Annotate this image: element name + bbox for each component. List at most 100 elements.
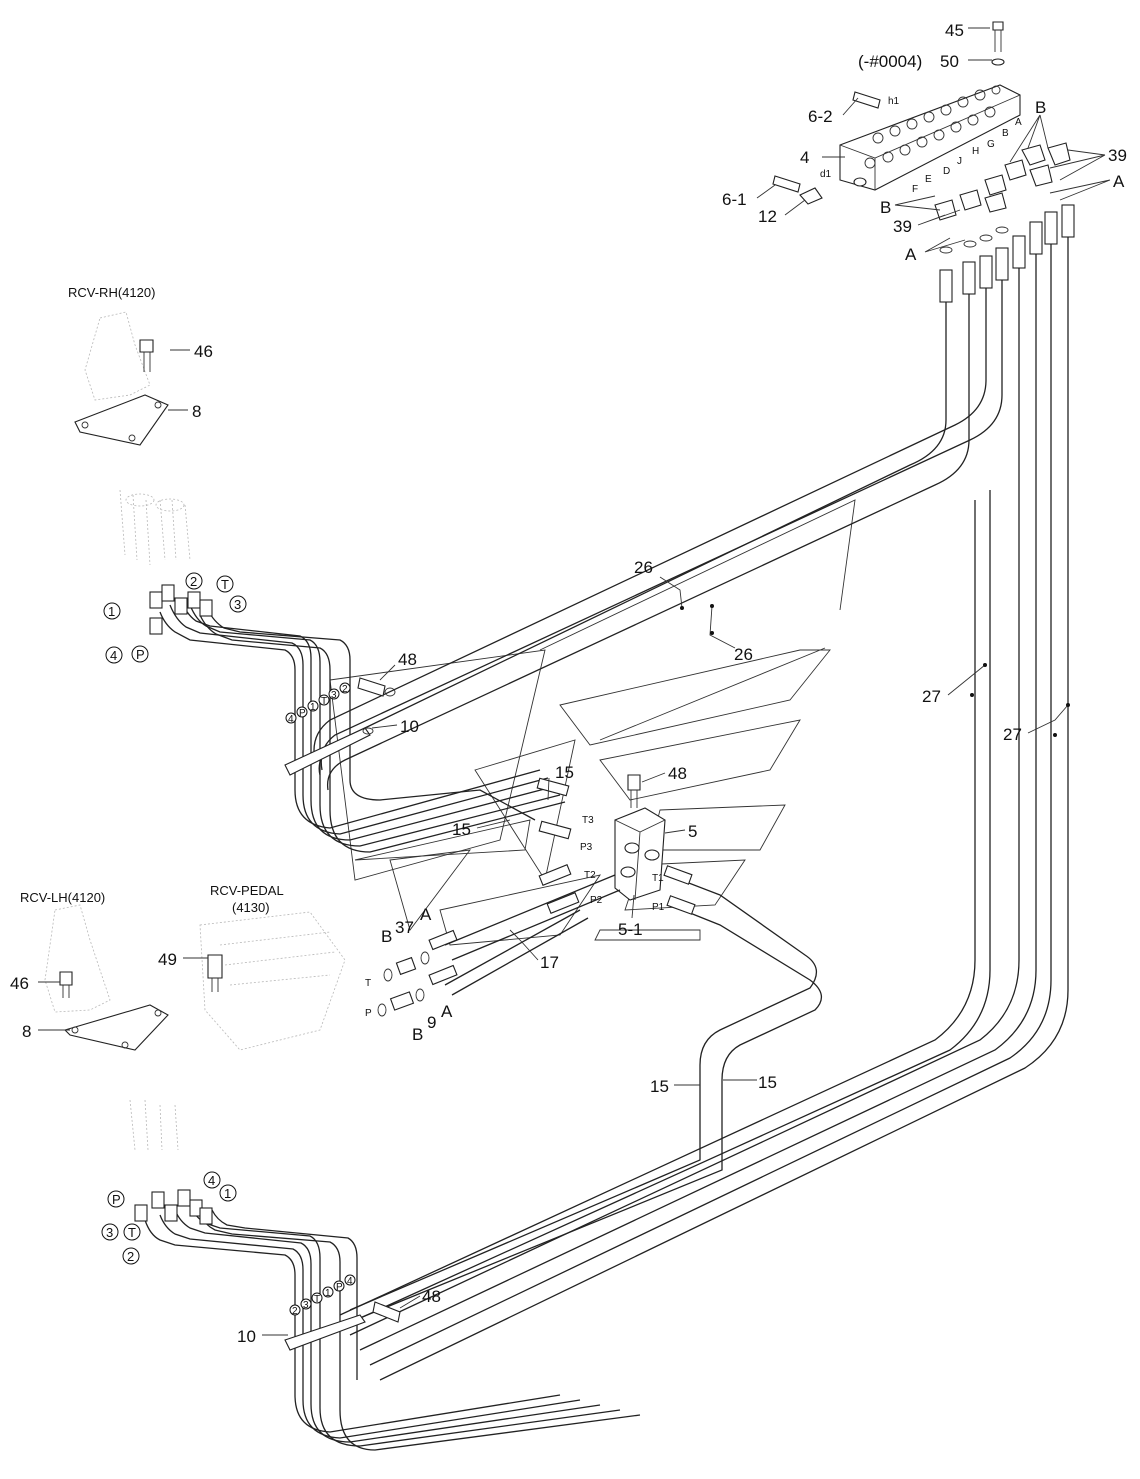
label-48-lh: 48 <box>422 1287 441 1306</box>
label-rcv-pedal: RCV-PEDAL <box>210 883 284 898</box>
control-block <box>839 84 1021 191</box>
label-b-9: B <box>412 1025 423 1044</box>
clamp-10-lh <box>284 1314 366 1351</box>
lh-marker-1: 1 <box>224 1186 231 1201</box>
rcv-lh-fittings <box>134 1189 213 1225</box>
label-37: 37 <box>395 918 414 937</box>
rh-marker-t: T <box>221 577 229 592</box>
port-t3: T3 <box>582 815 594 826</box>
label-6-1: 6-1 <box>722 190 747 209</box>
lh-tag-2: 2 <box>292 1306 298 1317</box>
label-46-rh: 46 <box>194 342 213 361</box>
rcv-lh-port-markers: P 4 1 3 T 2 <box>101 1171 237 1265</box>
label-10-rh: 10 <box>400 717 419 736</box>
lh-tag-p: P <box>336 1282 343 1293</box>
label-rcv-pedal-code: (4130) <box>232 900 270 915</box>
label-50: 50 <box>940 52 959 71</box>
label-26-a: 26 <box>634 558 653 577</box>
rcv-rh-pipes <box>159 597 566 853</box>
lh-marker-3: 3 <box>106 1225 113 1240</box>
rcv-rh-fittings <box>149 584 213 635</box>
label-15-c: 15 <box>650 1077 669 1096</box>
rcv-rh-ghost <box>84 311 191 566</box>
label-15-d: 15 <box>758 1073 777 1092</box>
valve-5 <box>614 774 666 901</box>
elbow-fittings <box>934 142 1071 221</box>
sensors <box>772 91 881 205</box>
label-8-lh: 8 <box>22 1022 31 1041</box>
label-p-port: P <box>365 1008 372 1019</box>
rh-marker-1: 1 <box>108 604 115 619</box>
label-b-37: B <box>381 927 392 946</box>
label-27-a: 27 <box>922 687 941 706</box>
rh-marker-p: P <box>136 647 145 662</box>
rh-marker-2: 2 <box>190 574 197 589</box>
label-27-b: 27 <box>1003 725 1022 744</box>
lh-marker-t: T <box>128 1225 136 1240</box>
labels: 45 (-#0004) 50 6-2 h1 4 d1 6-1 12 B 39 A… <box>10 21 1127 1346</box>
port-p1: P1 <box>652 902 665 913</box>
rcv-lh-mount <box>59 971 169 1051</box>
label-39-left: 39 <box>893 217 912 236</box>
lh-tag-1: 1 <box>325 1288 331 1299</box>
pipe-tags-rh: 4 P 1 T 3 2 <box>285 682 351 725</box>
label-48-valve: 48 <box>668 764 687 783</box>
label-15-b: 15 <box>452 820 471 839</box>
leader-lines <box>38 27 1111 1336</box>
label-10-lh: 10 <box>237 1327 256 1346</box>
hoses-15-lower <box>349 865 822 1321</box>
label-b-left: B <box>880 198 891 217</box>
label-6-2: 6-2 <box>808 107 833 126</box>
lh-marker-4: 4 <box>208 1173 215 1188</box>
label-15-a: 15 <box>555 763 574 782</box>
label-h1: h1 <box>888 96 900 107</box>
clamp-10-rh <box>284 727 374 776</box>
label-5: 5 <box>688 822 697 841</box>
port-a: A <box>1015 117 1022 128</box>
label-t-port: T <box>365 978 371 989</box>
bolt-48-lh <box>372 1301 401 1323</box>
rcv-lh-ghost <box>44 904 179 1151</box>
lh-marker-p: P <box>112 1192 121 1207</box>
pedal-fittings <box>377 951 430 1017</box>
hoses-17 <box>428 864 621 996</box>
label-26-b: 26 <box>734 645 753 664</box>
hoses-15-upper <box>536 777 572 840</box>
label-b-top: B <box>1035 98 1046 117</box>
label-serial: (-#0004) <box>858 52 922 71</box>
rcv-rh-port-markers: 1 2 T 3 4 P <box>103 572 247 664</box>
label-8-rh: 8 <box>192 402 201 421</box>
label-d1: d1 <box>820 169 832 180</box>
lh-tag-4: 4 <box>347 1276 353 1287</box>
rh-marker-3: 3 <box>234 597 241 612</box>
port-d: D <box>943 166 950 177</box>
port-p3: P3 <box>580 842 593 853</box>
port-g: G <box>987 139 995 150</box>
label-45: 45 <box>945 21 964 40</box>
port-p2: P2 <box>590 895 603 906</box>
rh-marker-4: 4 <box>110 648 117 663</box>
bolt-49 <box>207 954 223 992</box>
label-rcv-rh: RCV-RH(4120) <box>68 285 155 300</box>
rh-tag-2: 2 <box>342 684 348 695</box>
port-t1: T1 <box>652 873 664 884</box>
port-b: B <box>1002 128 1009 139</box>
label-12: 12 <box>758 207 777 226</box>
port-f: F <box>912 184 918 195</box>
bolt-48-rh <box>357 677 396 697</box>
lh-marker-2: 2 <box>127 1249 134 1264</box>
label-rcv-lh: RCV-LH(4120) <box>20 890 105 905</box>
label-4: 4 <box>800 148 809 167</box>
hoses-26 <box>313 280 1003 791</box>
rcv-lh-pipes <box>144 1204 641 1451</box>
port-e: E <box>925 174 932 185</box>
rh-tag-1: 1 <box>310 702 316 713</box>
label-a-37: A <box>420 905 432 924</box>
label-39-right: 39 <box>1108 146 1127 165</box>
label-49: 49 <box>158 950 177 969</box>
label-5-1: 5-1 <box>618 920 643 939</box>
label-a-9: A <box>441 1002 453 1021</box>
label-9: 9 <box>427 1013 436 1032</box>
port-t2: T2 <box>584 870 596 881</box>
